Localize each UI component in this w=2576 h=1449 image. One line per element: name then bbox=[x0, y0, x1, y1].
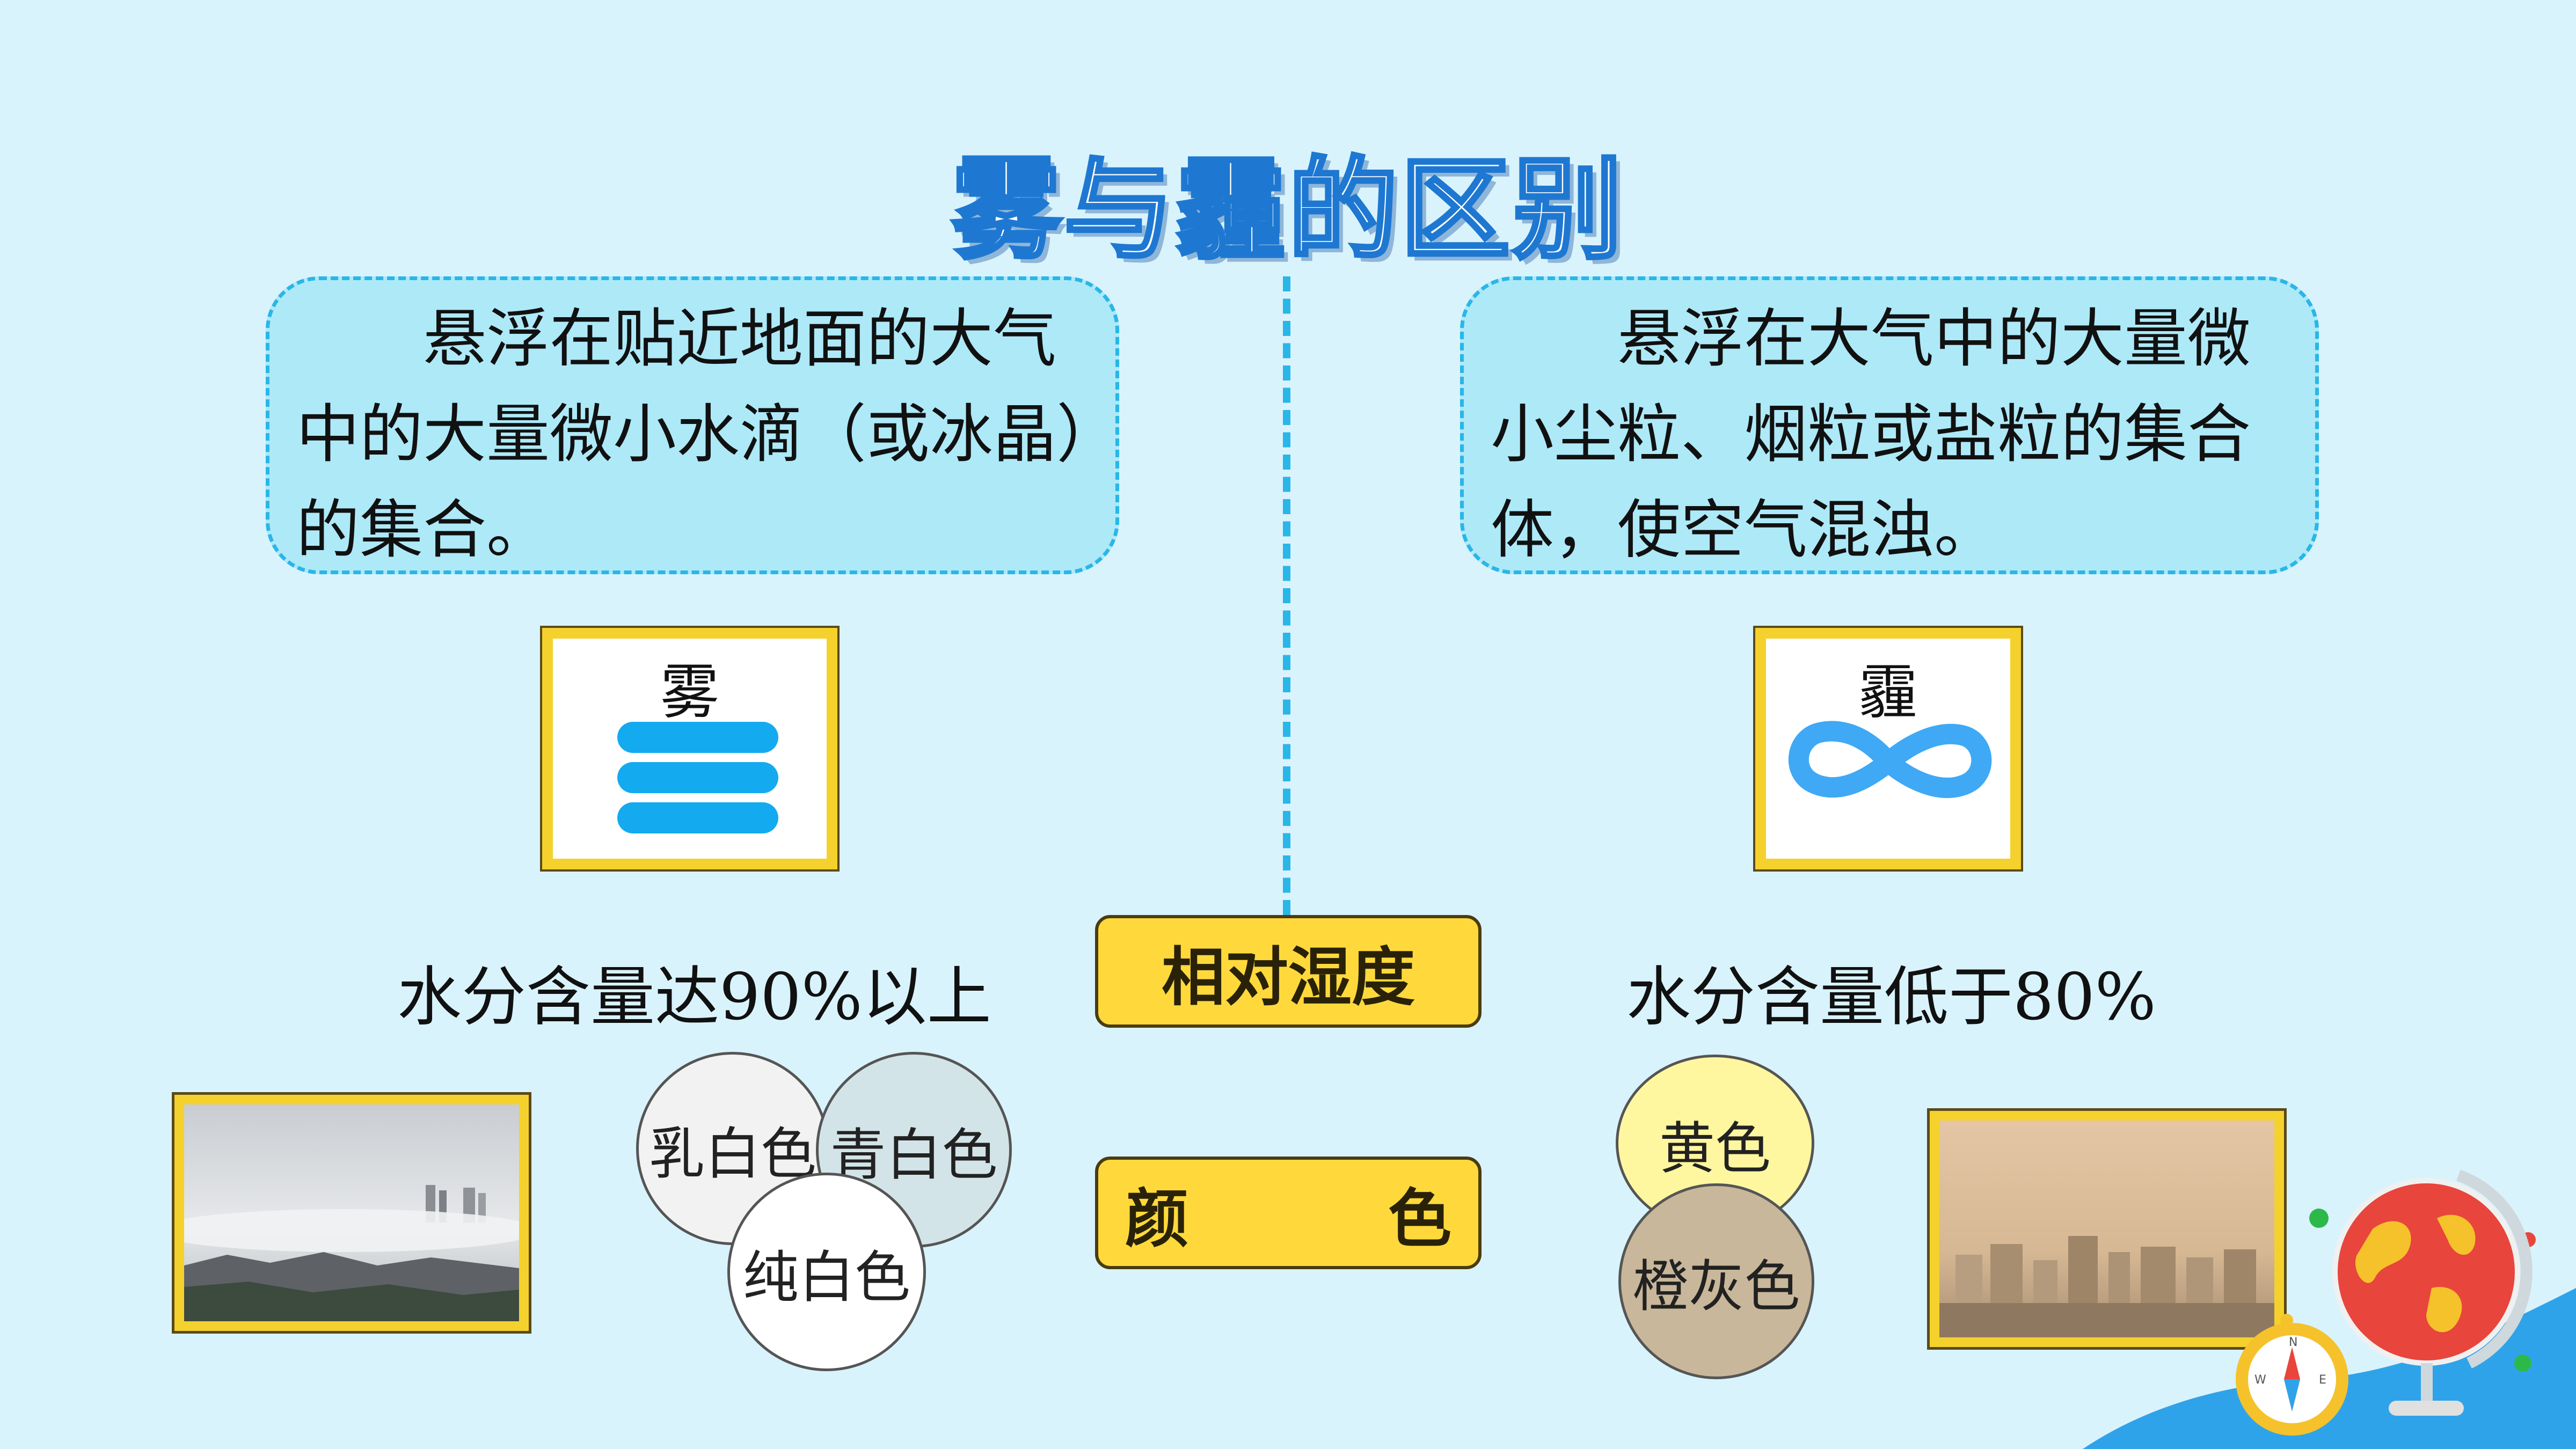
haze-definition-box: 悬浮在大气中的大量微小尘粒、烟粒或盐粒的集合体，使空气混浊。 bbox=[1460, 276, 2319, 574]
haze-symbol-icon bbox=[1788, 721, 1992, 798]
haze-symbol-card: 霾 bbox=[1753, 626, 2023, 872]
color-label-right: 色 bbox=[1388, 1181, 1451, 1256]
fog-definition-box: 悬浮在贴近地面的大气中的大量微小水滴（或冰晶）的集合。 bbox=[266, 276, 1119, 574]
haze-definition-text: 悬浮在大气中的大量微小尘粒、烟粒或盐粒的集合体，使空气混浊。 bbox=[1491, 302, 2251, 567]
center-divider bbox=[1283, 276, 1290, 915]
fog-color-milky-label: 乳白色 bbox=[648, 1121, 816, 1187]
fog-moisture-text: 水分含量达90%以上 bbox=[397, 960, 991, 1035]
fog-color-bluish-label: 青白色 bbox=[830, 1122, 998, 1188]
color-label-left: 颜 bbox=[1125, 1181, 1189, 1256]
humidity-label-text: 相对湿度 bbox=[1161, 940, 1415, 1014]
fog-color-pure-label: 纯白色 bbox=[742, 1244, 910, 1310]
color-label-button[interactable]: 颜 色 bbox=[1095, 1157, 1482, 1269]
haze-photo-image bbox=[1939, 1121, 2274, 1337]
humidity-label-button[interactable]: 相对湿度 bbox=[1095, 915, 1482, 1028]
haze-photo bbox=[1927, 1108, 2287, 1350]
globe-icon bbox=[2332, 1169, 2533, 1416]
globe-compass-decoration: N E W bbox=[2083, 1169, 2576, 1449]
svg-text:W: W bbox=[2254, 1373, 2266, 1387]
fog-photo-image bbox=[184, 1104, 519, 1321]
haze-moisture-text: 水分含量低于80% bbox=[1626, 960, 2156, 1035]
haze-color-yellow-label: 黄色 bbox=[1659, 1115, 1771, 1181]
haze-color-circle-orange-gray: 橙灰色 bbox=[1618, 1183, 1814, 1379]
compass-icon: N E W bbox=[2236, 1323, 2348, 1436]
haze-color-orange-gray-label: 橙灰色 bbox=[1632, 1254, 1800, 1319]
fog-color-circle-pure: 纯白色 bbox=[727, 1173, 926, 1371]
fog-definition-text: 悬浮在贴近地面的大气中的大量微小水滴（或冰晶）的集合。 bbox=[296, 302, 1089, 567]
svg-text:E: E bbox=[2319, 1373, 2326, 1387]
svg-text:N: N bbox=[2289, 1336, 2297, 1349]
page-title: 雾与霾的区别 bbox=[950, 145, 1625, 276]
fog-photo bbox=[172, 1092, 531, 1334]
fog-symbol-card: 雾 bbox=[540, 626, 840, 872]
fog-symbol-label: 雾 bbox=[660, 658, 719, 727]
haze-symbol-label: 霾 bbox=[1858, 658, 1918, 727]
